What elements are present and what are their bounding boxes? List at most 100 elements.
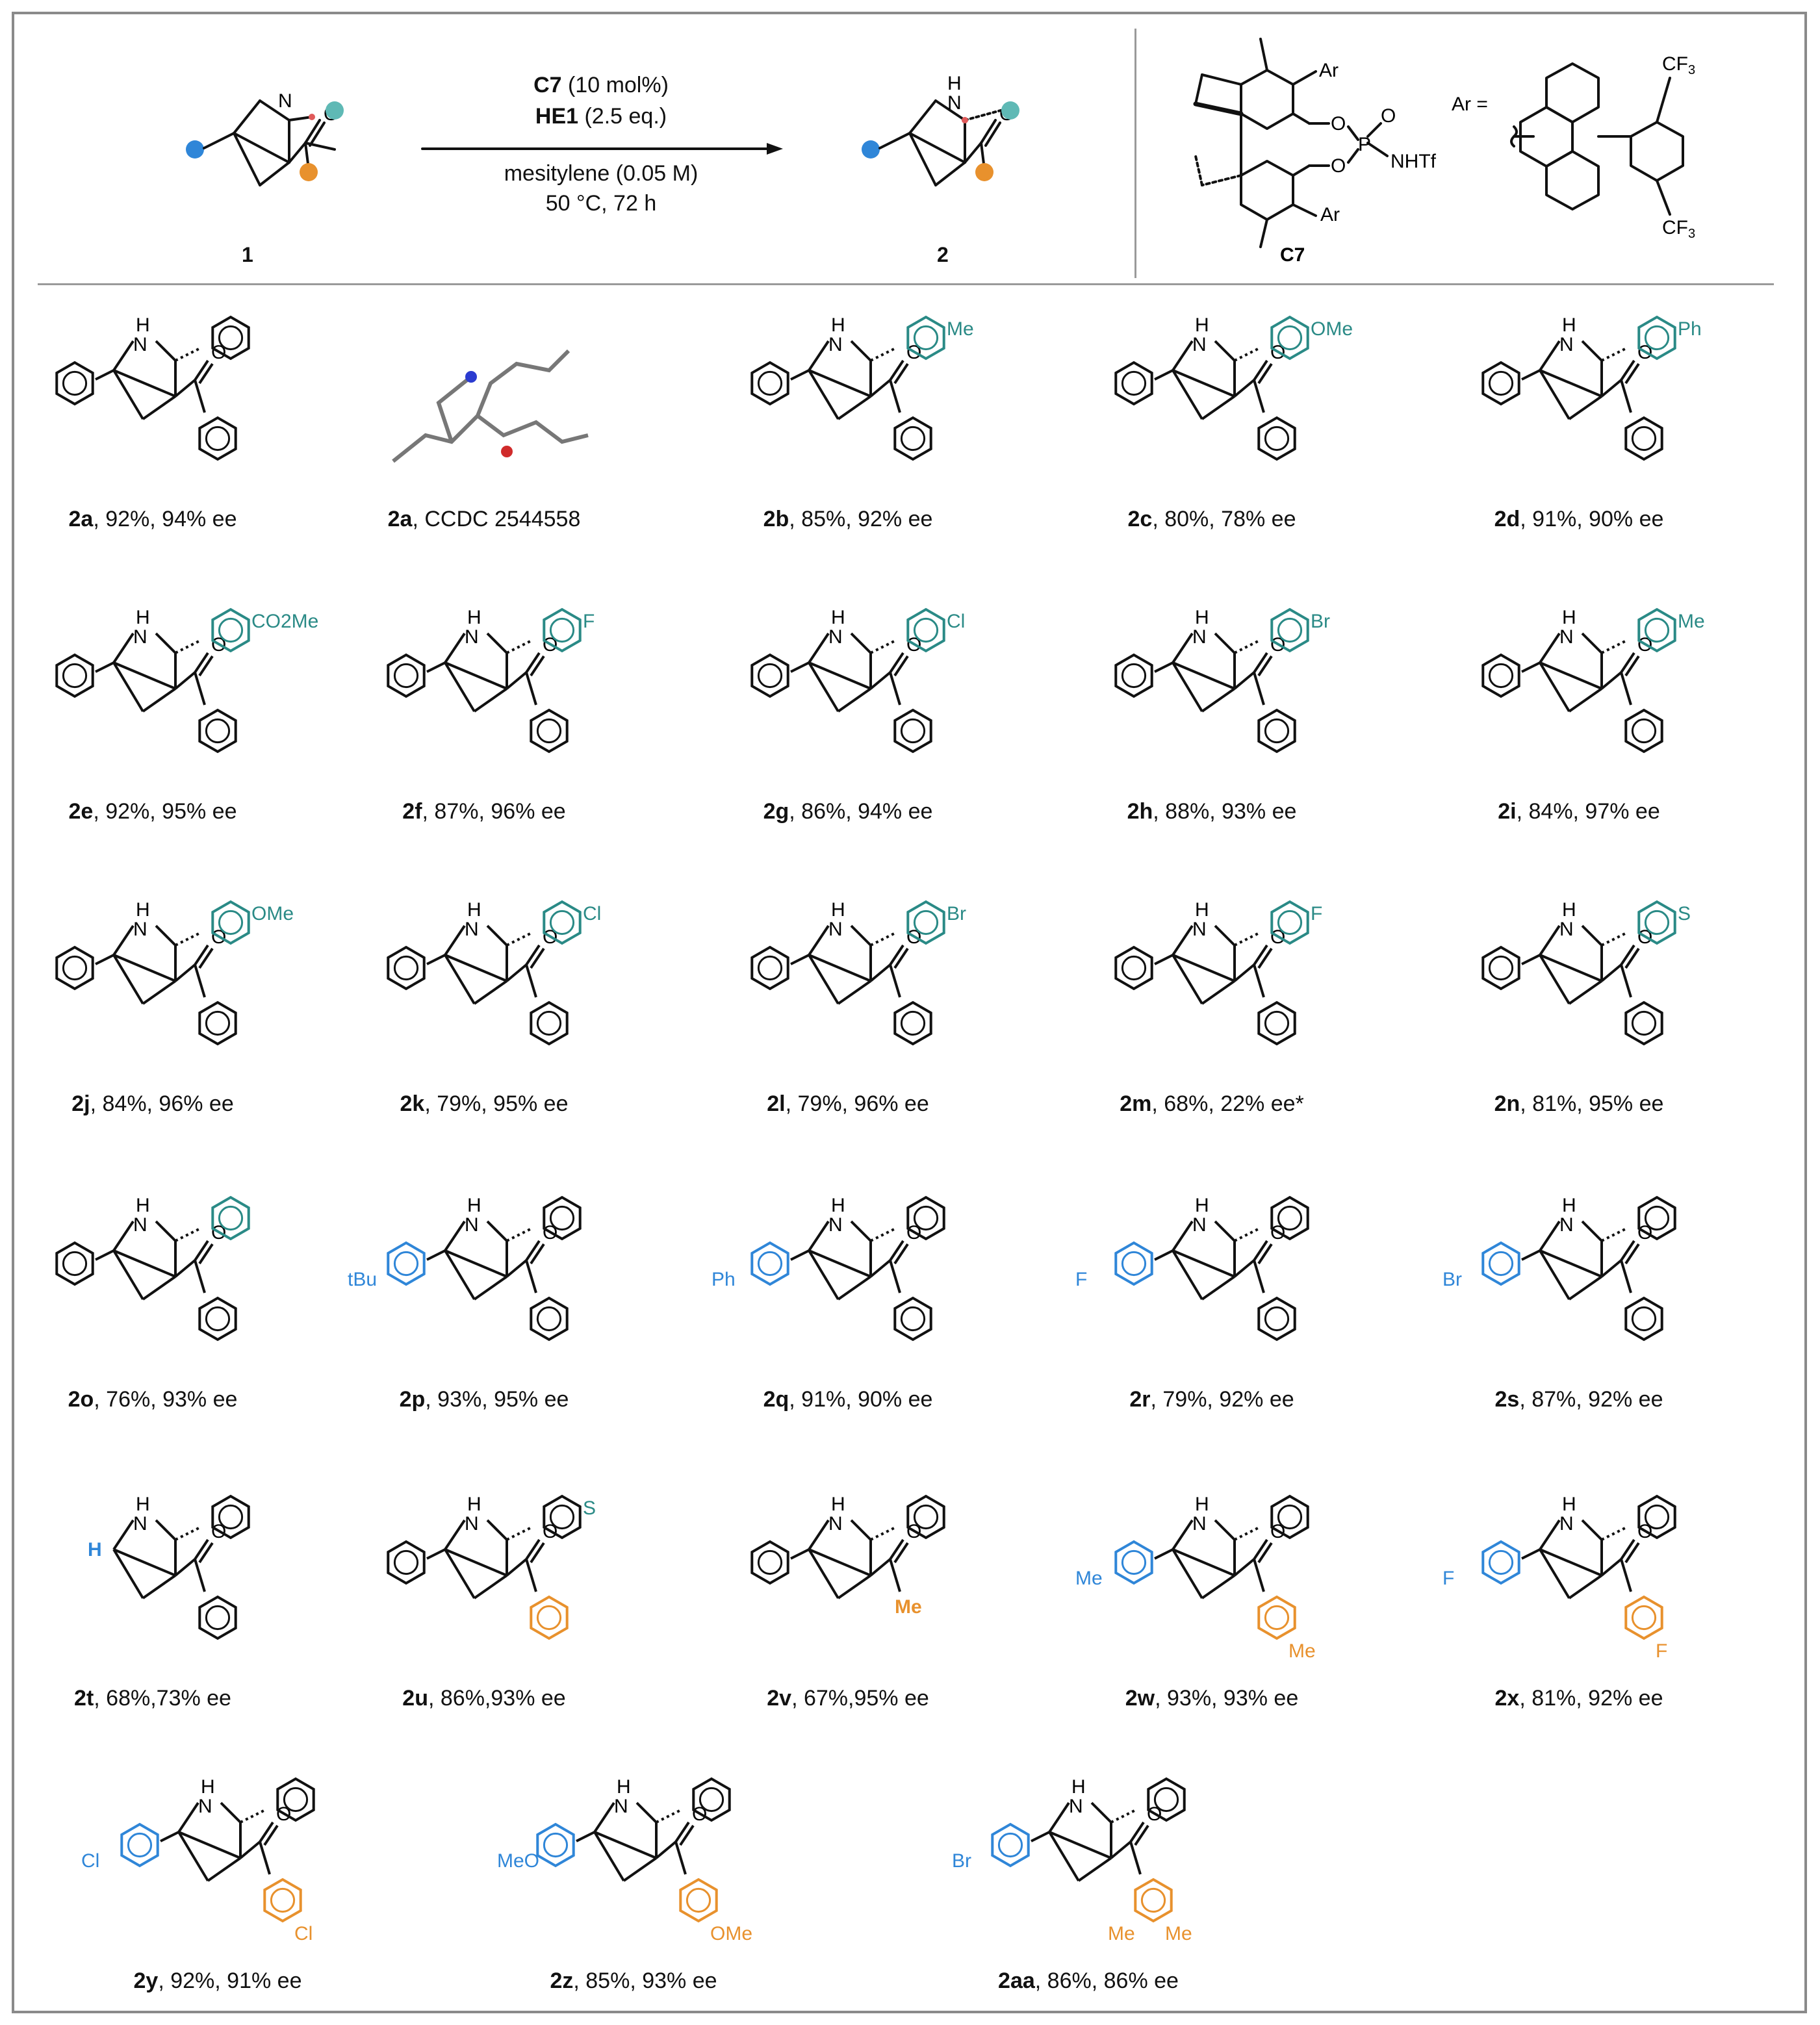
nh-h: H [1071, 1776, 1086, 1798]
nh-n: N [198, 1796, 212, 1817]
bridgehead-h: H [88, 1539, 102, 1560]
compound-id: 2z [550, 1968, 574, 1993]
reaction-conditions-reductant: HE1 (2.5 eq.) [432, 104, 770, 129]
yield-ee: , 85%, 92% ee [789, 507, 933, 531]
nh-h: H [831, 1494, 845, 1515]
product-caption-2s: 2s, 87%, 92% ee [1495, 1387, 1663, 1412]
substituent-label: OMe [1311, 318, 1353, 340]
yield-ee: , 76%, 93% ee [94, 1387, 238, 1412]
product-h-atom: H [947, 73, 962, 94]
product-caption-2m: 2m, 68%, 22% ee* [1120, 1091, 1304, 1117]
substituent-label: S [583, 1497, 596, 1519]
yield-ee: , 91%, 90% ee [789, 1387, 933, 1412]
yield-ee: , 86%, 94% ee [789, 799, 933, 824]
substituent-label: F [1075, 1269, 1088, 1290]
product-caption-2q: 2q, 91%, 90% ee [763, 1387, 933, 1412]
product-caption-2a: 2a, CCDC 2544558 [388, 507, 581, 532]
product-caption-2y: 2y, 92%, 91% ee [134, 1968, 302, 1994]
compound-id: 2b [763, 507, 789, 531]
compound-id: 2f [402, 799, 422, 824]
nh-h: H [1195, 314, 1209, 336]
product-caption-2g: 2g, 86%, 94% ee [763, 799, 933, 824]
substituent-label: Br [1442, 1269, 1462, 1290]
product-structure: H N O [862, 73, 1019, 186]
nh-h: H [467, 899, 481, 921]
nh-n: N [133, 1214, 147, 1236]
compound-id: 2m [1120, 1091, 1152, 1116]
compound-id: 2y [133, 1968, 159, 1993]
substituent-label: Ph [711, 1269, 736, 1290]
compound-id: 2d [1494, 507, 1520, 531]
product-caption-2a: 2a, 92%, 94% ee [69, 507, 237, 532]
nh-n: N [828, 626, 843, 648]
nh-n: N [1559, 1214, 1574, 1236]
reductant-name: HE1 [535, 104, 579, 129]
compound-id: 2q [763, 1387, 789, 1412]
nh-n: N [133, 334, 147, 355]
compound-id: 2i [1498, 799, 1517, 824]
substituent-label: F [583, 611, 595, 632]
compound-id: 2t [74, 1686, 94, 1711]
nh-n: N [1559, 919, 1574, 940]
compound-id: 2r [1129, 1387, 1151, 1412]
catalyst-loading: (10 mol%) [567, 73, 669, 97]
yield-ee: , 81%, 95% ee [1520, 1091, 1664, 1116]
ketone-substituent-label: OMe [710, 1923, 753, 1944]
nh-n: N [465, 1214, 479, 1236]
compound-id: 2v [767, 1686, 792, 1711]
nh-h: H [201, 1776, 215, 1798]
nh-n: N [133, 1513, 147, 1535]
reaction-arrow [421, 143, 783, 155]
nh-n: N [1192, 626, 1207, 648]
yield-ee: , 79%, 92% ee [1150, 1387, 1294, 1412]
yield-ee: , 67%,95% ee [791, 1686, 929, 1711]
yield-ee: , 87%, 92% ee [1519, 1387, 1663, 1412]
crystal-structure [392, 349, 589, 463]
compound-id: 2aa [998, 1968, 1035, 1993]
product-caption-2n: 2n, 81%, 95% ee [1494, 1091, 1664, 1117]
product-label: 2 [937, 243, 949, 266]
product-caption-2c: 2c, 80%, 78% ee [1128, 507, 1296, 532]
catalyst-po: O [1381, 105, 1396, 127]
nh-n: N [1559, 1513, 1574, 1535]
ketone-substituent-label-2: Me [1108, 1923, 1135, 1944]
yield-ee: , 81%, 92% ee [1519, 1686, 1663, 1711]
compound-id: 2s [1494, 1387, 1520, 1412]
catalyst-o2: O [1331, 155, 1346, 177]
compound-id: 2a [387, 507, 413, 531]
reaction-solvent: mesitylene (0.05 M) [504, 161, 699, 186]
nh-n: N [614, 1796, 628, 1817]
reactant-label: 1 [242, 243, 253, 266]
nh-n: N [1559, 334, 1574, 355]
compound-id: 2l [767, 1091, 786, 1116]
